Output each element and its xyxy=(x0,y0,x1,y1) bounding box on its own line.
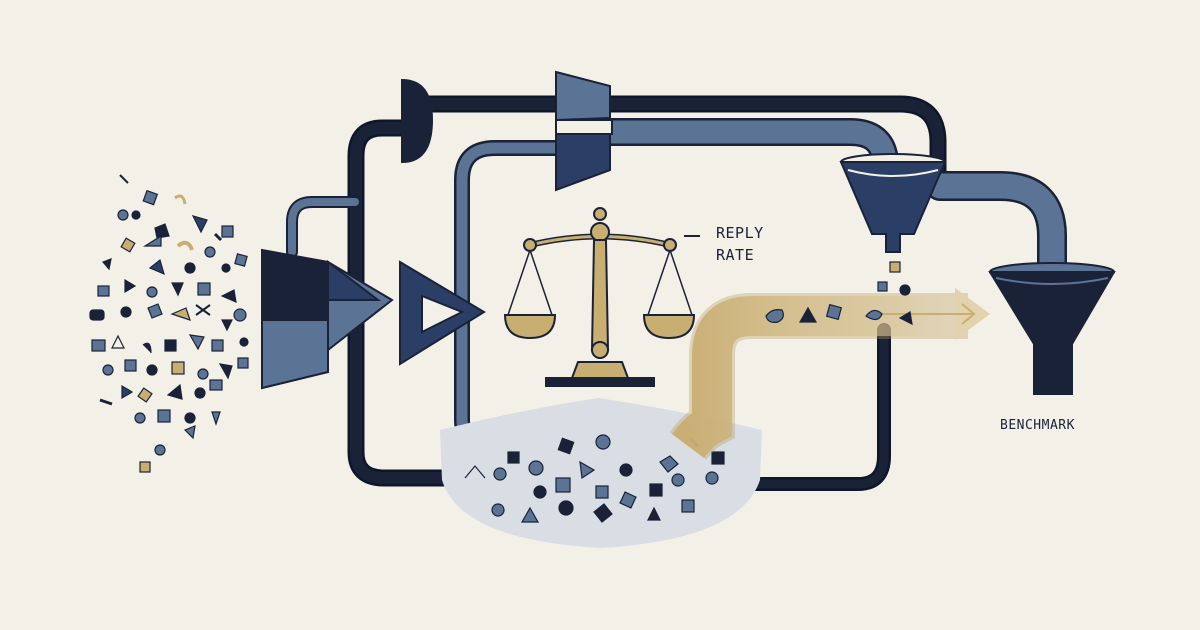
reply-rate-label-line2: RATE xyxy=(716,246,755,264)
bottom-return-pipe xyxy=(737,323,891,491)
upper-funnel xyxy=(839,153,947,253)
small-loop-pipe xyxy=(286,196,361,258)
pipe-network xyxy=(286,95,1067,491)
valve-body xyxy=(401,78,434,164)
balance-scale-icon xyxy=(503,207,700,387)
reply-rate-label: REPLY RATE xyxy=(716,222,764,266)
input-scatter xyxy=(89,174,249,473)
top-machine xyxy=(401,70,613,192)
benchmark-label: BENCHMARK xyxy=(1000,418,1075,433)
funnel-icon xyxy=(839,153,1116,395)
gold-output-flow xyxy=(669,250,990,461)
benchmark-funnel xyxy=(988,262,1116,395)
reply-rate-label-line1: REPLY xyxy=(716,224,764,242)
sorting-machine xyxy=(261,248,486,390)
arrow-right-icon xyxy=(880,288,990,340)
slate-inner-pipe xyxy=(454,140,564,452)
